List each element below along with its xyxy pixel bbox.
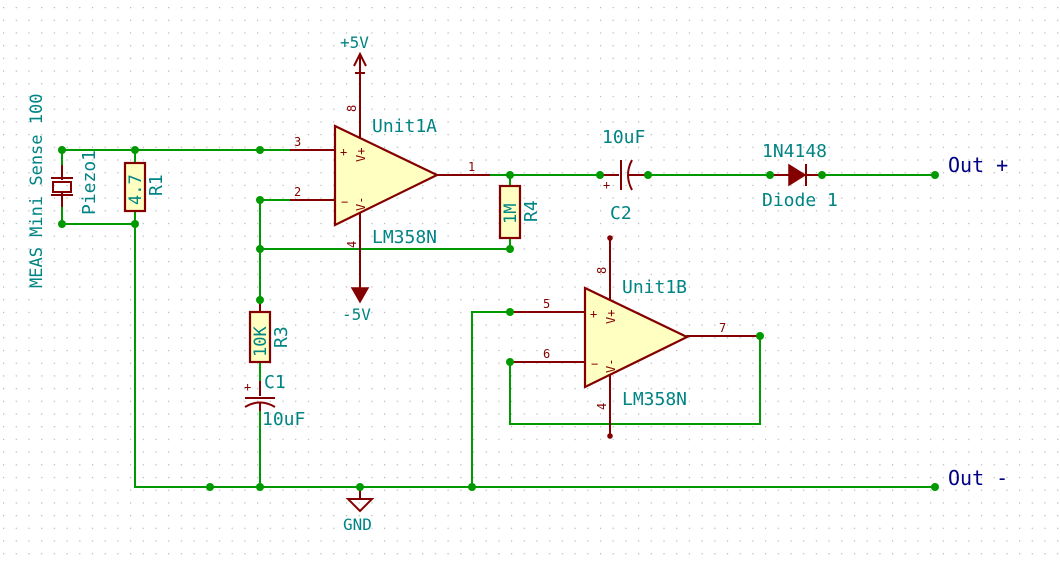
capacitor-c1: + C1 10uF [244,372,305,430]
a-pin-8: 8 [345,105,359,112]
a-pin-3: 3 [294,135,301,149]
piezo-sensor-name: MEAS Mini Sense 100 [27,94,47,288]
junctions [58,146,939,491]
a-pin-4: 4 [345,241,359,248]
a-pin-1: 1 [468,160,475,174]
vminus-label: -5V [342,305,371,324]
b-vplus-name: V+ [604,310,618,324]
diode-ref: Diode 1 [762,190,838,211]
a-pin-2: 2 [294,185,301,199]
b-in-minus-sign: − [591,357,598,371]
out-minus-label: Out - [948,466,1008,490]
b-pin-6: 6 [543,347,550,361]
c2-value: 10uF [602,127,645,148]
opamp-b-value: LM358N [622,389,687,410]
gnd-label: GND [343,515,372,534]
b-vminus-name: V- [604,359,618,373]
diode-1: 1N4148 Diode 1 [762,141,838,211]
resistor-r3: 10K R3 [248,300,292,364]
r1-value: 4.7 [126,174,146,205]
opamp-unit1b: + − V+ V- 5 6 7 8 4 Unit1B LM358N [510,235,760,439]
r3-value: 10K [251,326,271,357]
piezo-ref: Piezo1 [79,150,100,215]
resistor-r4: 1M R4 [498,184,542,240]
opamp-unit1a: + − V+ V- 3 2 1 8 4 Unit1A LM358N [290,87,490,262]
c1-value: 10uF [262,409,305,430]
ground-symbol: GND [343,487,375,534]
vplus-label: +5V [340,33,369,52]
c2-ref: C2 [610,203,632,224]
b-pin-8: 8 [595,267,609,274]
a-in-plus-sign: + [340,145,347,159]
b-pin-7: 7 [719,321,726,335]
a-in-minus-sign: − [341,195,348,209]
a-vplus-name: V+ [354,148,368,162]
power-minus-5v: -5V [342,262,371,324]
c2-polarity: + [603,178,610,192]
power-plus-5v: +5V [340,33,369,87]
r3-ref: R3 [271,326,292,348]
c1-ref: C1 [264,372,286,393]
b-pin-4: 4 [595,403,609,410]
piezo-sensor: MEAS Mini Sense 100 Piezo1 [27,94,100,288]
opamp-a-ref: Unit1A [372,116,437,137]
b-in-plus-sign: + [590,307,597,321]
out-plus-label: Out + [948,153,1008,177]
r4-ref: R4 [521,200,542,222]
r1-ref: R1 [146,174,167,196]
opamp-b-ref: Unit1B [622,277,687,298]
resistor-r1: 4.7 R1 [123,161,167,213]
b-pin-5: 5 [543,297,550,311]
a-vminus-name: V- [354,197,368,211]
opamp-a-value: LM358N [372,227,437,248]
diode-value: 1N4148 [762,141,827,162]
c1-polarity: + [244,380,251,394]
r4-value: 1M [501,204,521,224]
